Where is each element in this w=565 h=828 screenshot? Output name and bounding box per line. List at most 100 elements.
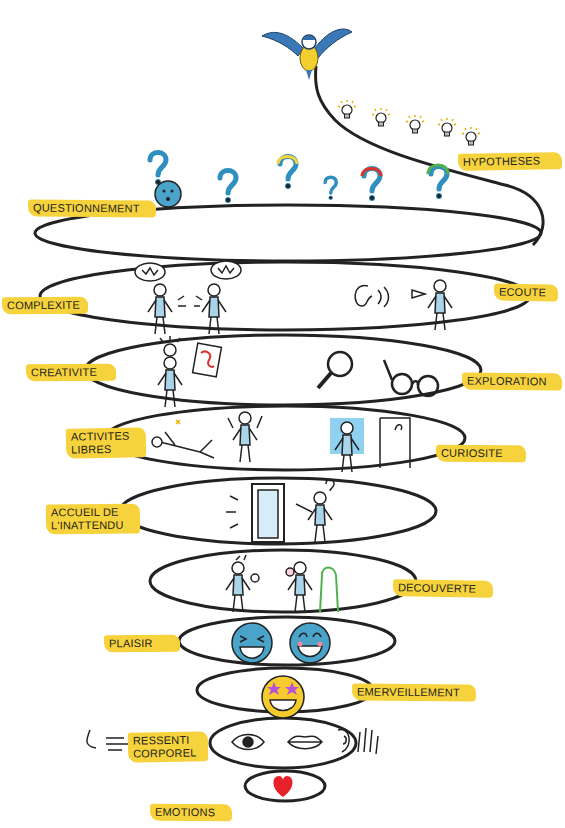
discovery-figures-part [320, 568, 338, 613]
highlight-label: ECOUTE [494, 283, 558, 301]
unexpected-door-scene-part [258, 490, 278, 538]
spiral-line [35, 66, 543, 801]
pleasure-faces-part [298, 646, 322, 657]
listening-figures-part [355, 286, 372, 306]
highlight-label: CURIOSITE [436, 445, 526, 463]
label-text: COMPLEXITE [7, 299, 83, 313]
blue-tit-bird-part [302, 35, 316, 49]
light-bulbs-part [372, 108, 390, 126]
body-senses-part [232, 735, 264, 750]
question-marks-part [431, 167, 447, 199]
unexpected-door-scene-part [252, 484, 284, 542]
wonder-face-part [267, 682, 281, 695]
question-marks-part [364, 169, 380, 201]
label-text: CURIOSITE [441, 447, 521, 461]
label-text: RESSENTI CORPOREL [133, 733, 203, 760]
highlight-label: EMOTIONS [150, 804, 232, 822]
listening-figures-part [211, 261, 241, 279]
curiosity-free-activity-figures-part [228, 416, 262, 428]
label-text: EMOTIONS [155, 806, 227, 820]
highlight-label: COMPLEXITE [2, 297, 88, 315]
body-senses-part [358, 728, 378, 754]
highlight-label: EXPLORATION [462, 373, 562, 391]
curiosity-free-activity-figures-part [160, 432, 214, 458]
light-bulbs-part [462, 127, 480, 145]
creativity-exploration-icons-part [318, 373, 331, 388]
question-marks-part [220, 171, 236, 203]
question-marks-part [166, 197, 170, 201]
body-senses-part [106, 738, 128, 750]
unexpected-door-scene [226, 480, 334, 543]
heart [273, 776, 292, 797]
listening-figures [135, 261, 452, 334]
label-text: HYPOTHESES [463, 154, 557, 169]
creativity-exploration-icons-part [201, 352, 214, 367]
blue-tit-bird-part [306, 70, 312, 80]
question-marks-part [150, 153, 166, 185]
label-text: PLAISIR [109, 637, 175, 651]
question-marks-part [163, 190, 166, 193]
creativity-exploration-icons-part [160, 336, 180, 342]
curiosity-free-activity-figures-part [233, 412, 257, 462]
pleasure-faces-part [240, 647, 264, 658]
listening-figures-part [202, 284, 226, 334]
pleasure-faces-part [232, 623, 272, 663]
spiral-line-part [210, 718, 356, 768]
highlight-label: RESSENTI CORPOREL [128, 731, 209, 762]
listening-figures-part [135, 263, 165, 281]
blue-tit-bird [262, 29, 352, 80]
creativity-exploration-icons-part [158, 357, 182, 407]
label-text: CREATIVITE [31, 366, 111, 380]
spiral-line-part [120, 478, 436, 544]
label-text: QUESTIONNEMENT [33, 201, 151, 215]
blue-tit-bird-part [315, 29, 352, 58]
wonder-face-part [285, 682, 299, 695]
body-senses-part [243, 737, 253, 747]
listening-figures-part [142, 268, 158, 275]
heart-part [273, 776, 292, 797]
creativity-exploration-icons-part [164, 344, 176, 356]
question-marks-part [278, 157, 297, 165]
pleasure-faces-part [318, 642, 323, 647]
light-bulbs-part [406, 115, 424, 133]
body-senses-part [338, 729, 349, 752]
curiosity-free-activity-figures-part [335, 422, 359, 472]
highlight-label: DECOUVERTE [393, 579, 493, 598]
listening-figures-part [218, 266, 234, 273]
question-marks-part [171, 190, 174, 193]
discovery-figures-part [286, 568, 294, 576]
listening-figures-part [178, 296, 202, 306]
highlight-label: ACCUEIL DE L'INATTENDU [46, 504, 140, 535]
label-text: EXPLORATION [467, 375, 557, 389]
label-text: ACTIVITES LIBRES [71, 429, 141, 456]
highlight-label: CREATIVITE [26, 364, 116, 382]
body-senses-part [288, 736, 322, 749]
listening-figures-part [412, 290, 425, 298]
question-marks-part [362, 169, 381, 177]
creativity-exploration-icons-part [418, 376, 438, 396]
creativity-exploration-icons-part [384, 360, 418, 385]
pleasure-faces-part [290, 623, 330, 663]
question-marks-part [155, 181, 181, 207]
pleasure-faces-part [298, 642, 303, 647]
wonder-face-part [262, 676, 304, 718]
question-marks-part [280, 157, 296, 189]
pleasure-faces [232, 623, 330, 663]
label-text: ECOUTE [499, 286, 553, 300]
curiosity-free-activity-figures [152, 412, 410, 472]
label-text: ACCUEIL DE L'INATTENDU [51, 506, 135, 533]
blue-tit-bird-part [262, 32, 303, 56]
unexpected-door-scene-part [296, 504, 312, 512]
spiral-line-part [40, 262, 530, 330]
creativity-exploration-icons-part [392, 374, 412, 394]
light-bulbs-part [438, 118, 456, 136]
curiosity-free-activity-figures-part [380, 418, 410, 468]
highlight-label: QUESTIONNEMENT [28, 199, 156, 217]
curiosity-free-activity-figures-part [176, 420, 180, 424]
label-text: EMERVEILLEMENT [357, 686, 471, 700]
spiral-line-part [85, 335, 481, 405]
spiral-line-part [150, 550, 416, 612]
discovery-figures-part [226, 562, 250, 612]
